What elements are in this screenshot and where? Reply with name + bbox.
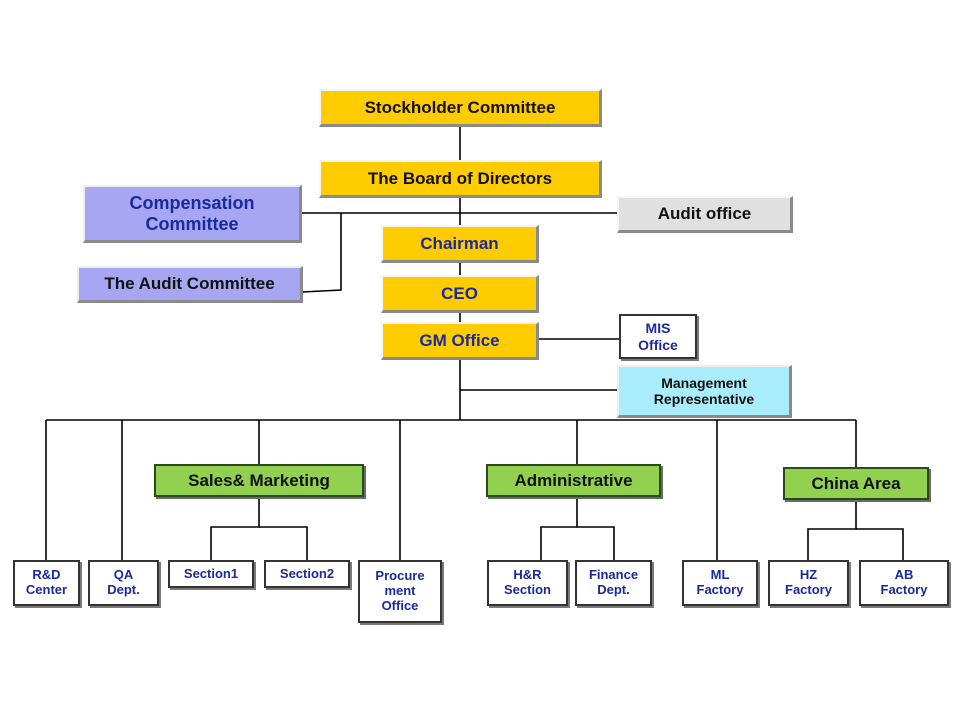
management-representative-box: Management Representative — [617, 365, 792, 418]
sales-marketing-label: Sales& Marketing — [188, 470, 330, 490]
section1-label: Section1 — [183, 565, 239, 581]
mis-office-box: MIS Office — [619, 314, 697, 359]
finance-dept-box: Finance Dept. — [575, 560, 652, 606]
procurement-office-box: Procure ment Office — [358, 560, 442, 623]
china-area-box: China Area — [783, 467, 929, 500]
audit-office-label: Audit office — [657, 204, 752, 224]
mis-office-label: MIS Office — [638, 320, 678, 353]
hr-section-label: H&R Section — [504, 567, 551, 597]
finance-dept-label: Finance Dept. — [588, 567, 639, 597]
gm-office-box: GM Office — [381, 322, 539, 360]
sales-marketing-box: Sales& Marketing — [154, 464, 364, 497]
administrative-label: Administrative — [514, 470, 633, 490]
board-of-directors-box: The Board of Directors — [319, 160, 602, 198]
ml-factory-box: ML Factory — [682, 560, 758, 606]
ceo-label: CEO — [441, 283, 478, 303]
compensation-committee-label: Compensation Committee — [129, 192, 255, 234]
procurement-office-label: Procure ment Office — [375, 568, 425, 613]
compensation-committee-box: Compensation Committee — [83, 185, 302, 243]
section2-box: Section2 — [264, 560, 350, 588]
ml-factory-label: ML Factory — [696, 567, 744, 597]
rd-center-box: R&D Center — [13, 560, 80, 606]
section1-box: Section1 — [168, 560, 254, 588]
ab-factory-box: AB Factory — [859, 560, 949, 606]
stockholder-committee-label: Stockholder Committee — [364, 97, 556, 117]
management-representative-label: Management Representative — [653, 374, 755, 407]
hr-section-box: H&R Section — [487, 560, 568, 606]
chairman-label: Chairman — [420, 233, 499, 253]
board-of-directors-label: The Board of Directors — [367, 168, 553, 188]
audit-committee-box: The Audit Committee — [77, 266, 303, 303]
administrative-box: Administrative — [486, 464, 661, 497]
gm-office-label: GM Office — [419, 330, 500, 350]
hz-factory-box: HZ Factory — [768, 560, 849, 606]
stockholder-committee-box: Stockholder Committee — [319, 89, 602, 127]
ceo-box: CEO — [381, 275, 539, 313]
section2-label: Section2 — [279, 565, 335, 581]
audit-committee-label: The Audit Committee — [104, 274, 275, 294]
qa-dept-label: QA Dept. — [107, 567, 140, 597]
audit-office-box: Audit office — [617, 196, 793, 233]
hz-factory-label: HZ Factory — [785, 567, 832, 597]
china-area-label: China Area — [811, 473, 901, 493]
qa-dept-box: QA Dept. — [88, 560, 159, 606]
rd-center-label: R&D Center — [25, 567, 68, 597]
chairman-box: Chairman — [381, 225, 539, 263]
ab-factory-label: AB Factory — [880, 567, 928, 597]
